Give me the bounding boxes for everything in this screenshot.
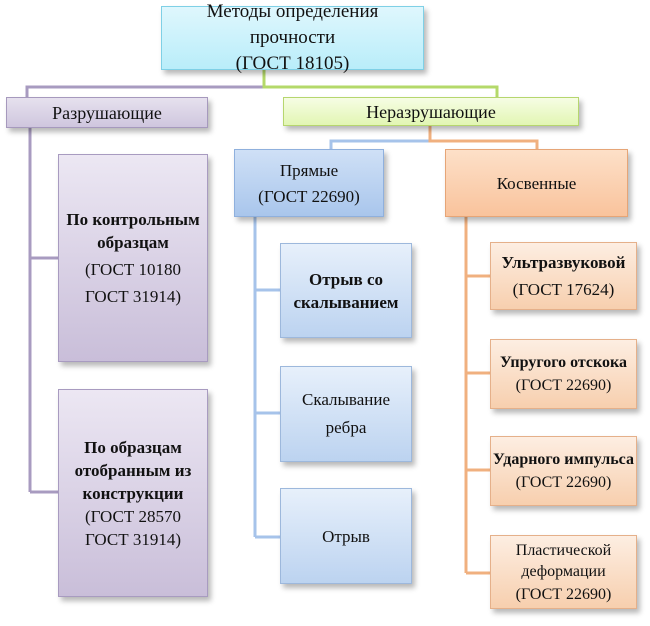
direct-node: Прямые (ГОСТ 22690) — [234, 149, 384, 217]
nondestructive-node: Неразрушающие — [283, 97, 579, 126]
direct-item-label: Отрыв со скалыванием — [293, 269, 399, 312]
destructive-item-title: По контрольным образцам — [66, 210, 200, 252]
indirect-title: Косвенные — [496, 173, 577, 193]
direct-item-label: Скалывание ребра — [301, 390, 391, 437]
destructive-item-control-samples: По контрольным образцам (ГОСТ 10180 ГОСТ… — [58, 154, 208, 362]
destructive-item-title: По образцам отобранным из конструкции — [74, 437, 192, 503]
indirect-item-gost: (ГОСТ 22690) — [515, 377, 612, 394]
connector-nondestructive-indirect — [428, 126, 539, 150]
indirect-item-impact-pulse: Ударного импульса (ГОСТ 22690) — [490, 436, 637, 506]
indirect-node: Косвенные — [445, 149, 628, 217]
direct-item-edge-shear: Скалывание ребра — [280, 366, 412, 462]
indirect-item-gost: (ГОСТ 22690) — [515, 585, 612, 603]
indirect-item-label: Пластической деформации — [515, 541, 612, 580]
indirect-item-plastic-deformation: Пластической деформации (ГОСТ 22690) — [490, 535, 637, 609]
connector-root-nondestructive — [262, 70, 499, 98]
destructive-node: Разрушающие — [6, 97, 208, 128]
destructive-item-gost: (ГОСТ 28570 — [84, 506, 182, 526]
destructive-item-gost: (ГОСТ 10180 — [84, 260, 182, 279]
indirect-item-rebound: Упругого отскока (ГОСТ 22690) — [490, 339, 637, 409]
direct-gost: (ГОСТ 22690) — [258, 186, 360, 206]
root-gost: (ГОСТ 18105) — [235, 53, 350, 74]
direct-item-pull-off-shear: Отрыв со скалыванием — [280, 243, 412, 338]
nondestructive-title: Неразрушающие — [366, 101, 496, 122]
destructive-title: Разрушающие — [52, 102, 162, 123]
direct-item-label: Отрыв — [322, 526, 370, 546]
indirect-item-label: Ударного импульса — [493, 451, 634, 468]
root-title: Методы определения прочности — [206, 1, 379, 48]
connector-nondestructive-direct — [329, 126, 432, 150]
indirect-item-ultrasonic: Ультразвуковой (ГОСТ 17624) — [490, 242, 637, 310]
indirect-item-gost: (ГОСТ 17624) — [512, 280, 615, 299]
direct-title: Прямые — [279, 160, 339, 180]
destructive-item-gost: ГОСТ 31914) — [84, 529, 182, 549]
destructive-item-gost: ГОСТ 31914) — [84, 287, 182, 306]
root-node: Методы определения прочности (ГОСТ 18105… — [161, 1, 424, 74]
indirect-item-gost: (ГОСТ 22690) — [515, 474, 612, 491]
connector-root-destructive — [25, 70, 266, 98]
destructive-item-structure-samples: По образцам отобранным из конструкции (Г… — [58, 389, 208, 597]
indirect-item-label: Упругого отскока — [500, 354, 627, 371]
direct-item-pull-off: Отрыв — [280, 488, 412, 584]
indirect-item-label: Ультразвуковой — [501, 253, 626, 272]
